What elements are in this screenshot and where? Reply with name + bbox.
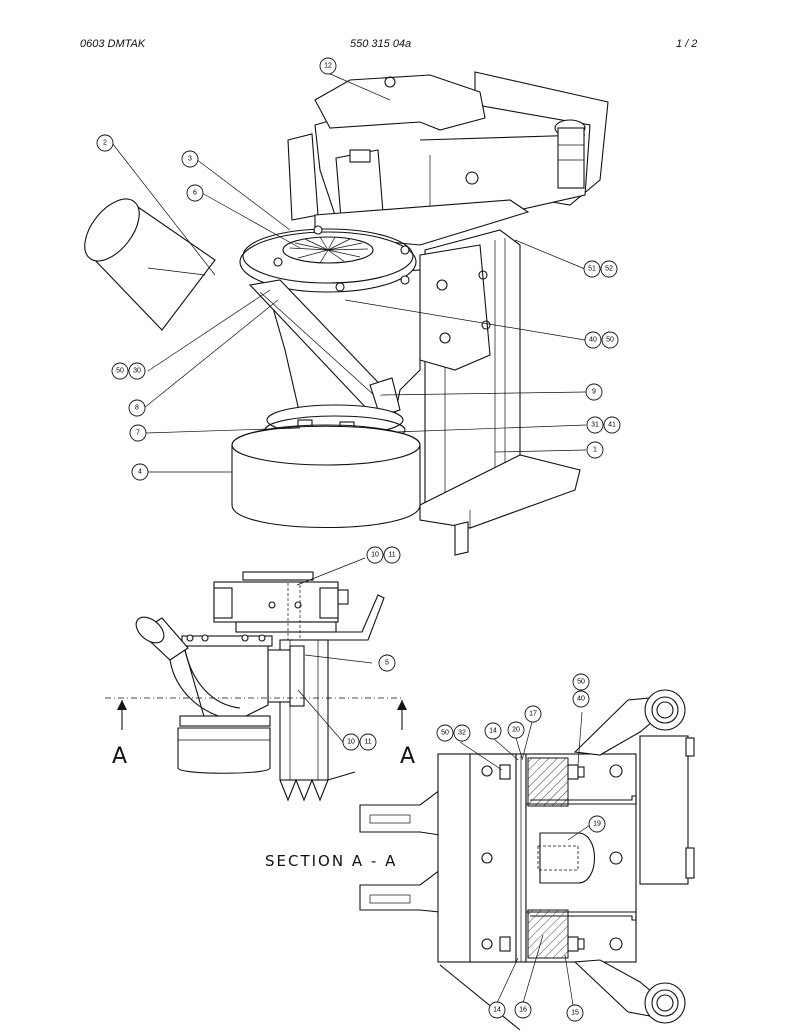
balloon-40: 40 (584, 331, 602, 349)
svg-text:14: 14 (489, 728, 497, 735)
svg-text:20: 20 (512, 727, 520, 734)
svg-text:19: 19 (593, 821, 601, 828)
side-view (105, 571, 407, 802)
balloon-16: 16 (514, 1001, 532, 1019)
balloon-11-bottom: 11 (359, 733, 377, 751)
svg-text:7: 7 (136, 430, 140, 437)
balloon-9: 9 (585, 383, 603, 401)
section-balloons: 50 40 17 50 32 14 20 19 14 16 15 (436, 673, 606, 1022)
balloon-5: 5 (378, 654, 396, 672)
balloon-52: 52 (600, 260, 618, 278)
svg-text:10: 10 (371, 552, 379, 559)
svg-text:15: 15 (571, 1010, 579, 1017)
svg-text:51: 51 (588, 266, 596, 273)
svg-text:2: 2 (103, 140, 107, 147)
svg-text:11: 11 (364, 739, 371, 746)
balloon-50-section: 50 (572, 673, 590, 691)
balloon-50-left-section: 50 (436, 724, 454, 742)
balloon-50: 50 (601, 331, 619, 349)
svg-text:16: 16 (519, 1007, 527, 1014)
balloon-12: 12 (319, 57, 337, 75)
balloon-50-left: 50 (111, 362, 129, 380)
balloon-2: 2 (96, 134, 114, 152)
balloon-41: 41 (603, 416, 621, 434)
balloon-4: 4 (131, 463, 149, 481)
svg-text:50: 50 (116, 368, 124, 375)
balloon-31: 31 (586, 416, 604, 434)
section-leaders (459, 711, 591, 1006)
balloon-20: 20 (507, 721, 525, 739)
balloon-30: 30 (128, 362, 146, 380)
svg-text:3: 3 (188, 156, 192, 163)
isometric-leaders (111, 72, 587, 473)
svg-text:4: 4 (138, 469, 142, 476)
header-part-number: 550 315 04a (350, 38, 412, 50)
balloon-6: 6 (186, 184, 204, 202)
svg-text:32: 32 (458, 730, 466, 737)
isometric-balloons: 12 2 3 6 51 52 40 50 50 30 9 8 7 31 41 1… (96, 57, 621, 481)
svg-text:41: 41 (608, 422, 616, 429)
svg-text:14: 14 (493, 1007, 501, 1014)
section-mark-right: A (400, 744, 415, 769)
svg-text:9: 9 (592, 389, 596, 396)
section-a-a (359, 689, 695, 1031)
svg-text:50: 50 (441, 730, 449, 737)
header-page-number: 1 / 2 (676, 38, 698, 50)
balloon-10-top: 10 (366, 546, 384, 564)
svg-text:11: 11 (388, 552, 395, 559)
balloon-14-top: 14 (484, 722, 502, 740)
svg-text:30: 30 (133, 368, 141, 375)
svg-text:52: 52 (605, 266, 613, 273)
balloon-17: 17 (524, 705, 542, 723)
balloon-40-section: 40 (572, 690, 590, 708)
balloon-11-top: 11 (383, 546, 401, 564)
balloon-3: 3 (181, 150, 199, 168)
balloon-15: 15 (566, 1004, 584, 1022)
side-view-leaders (296, 557, 373, 743)
balloon-1: 1 (586, 441, 604, 459)
svg-text:40: 40 (589, 337, 597, 344)
header-drawing-code: 0603 DMTAK (80, 38, 146, 50)
svg-text:50: 50 (606, 337, 614, 344)
svg-text:6: 6 (193, 190, 197, 197)
section-mark-left: A (112, 744, 127, 769)
svg-text:8: 8 (135, 405, 139, 412)
side-view-balloons: 10 11 5 10 11 (342, 546, 401, 751)
svg-text:50: 50 (577, 679, 585, 686)
isometric-view (84, 71, 609, 556)
balloon-8: 8 (128, 399, 146, 417)
svg-text:10: 10 (347, 739, 355, 746)
svg-text:5: 5 (385, 660, 389, 667)
balloon-51: 51 (583, 260, 601, 278)
balloon-14-bottom: 14 (488, 1001, 506, 1019)
balloon-7: 7 (129, 424, 147, 442)
section-title: SECTION A - A (265, 852, 397, 870)
svg-text:17: 17 (529, 711, 537, 718)
balloon-32: 32 (453, 724, 471, 742)
svg-text:1: 1 (593, 447, 597, 454)
svg-text:31: 31 (591, 422, 599, 429)
svg-text:12: 12 (324, 63, 332, 70)
svg-text:40: 40 (577, 696, 585, 703)
balloon-10-bottom: 10 (342, 733, 360, 751)
balloon-19: 19 (588, 815, 606, 833)
